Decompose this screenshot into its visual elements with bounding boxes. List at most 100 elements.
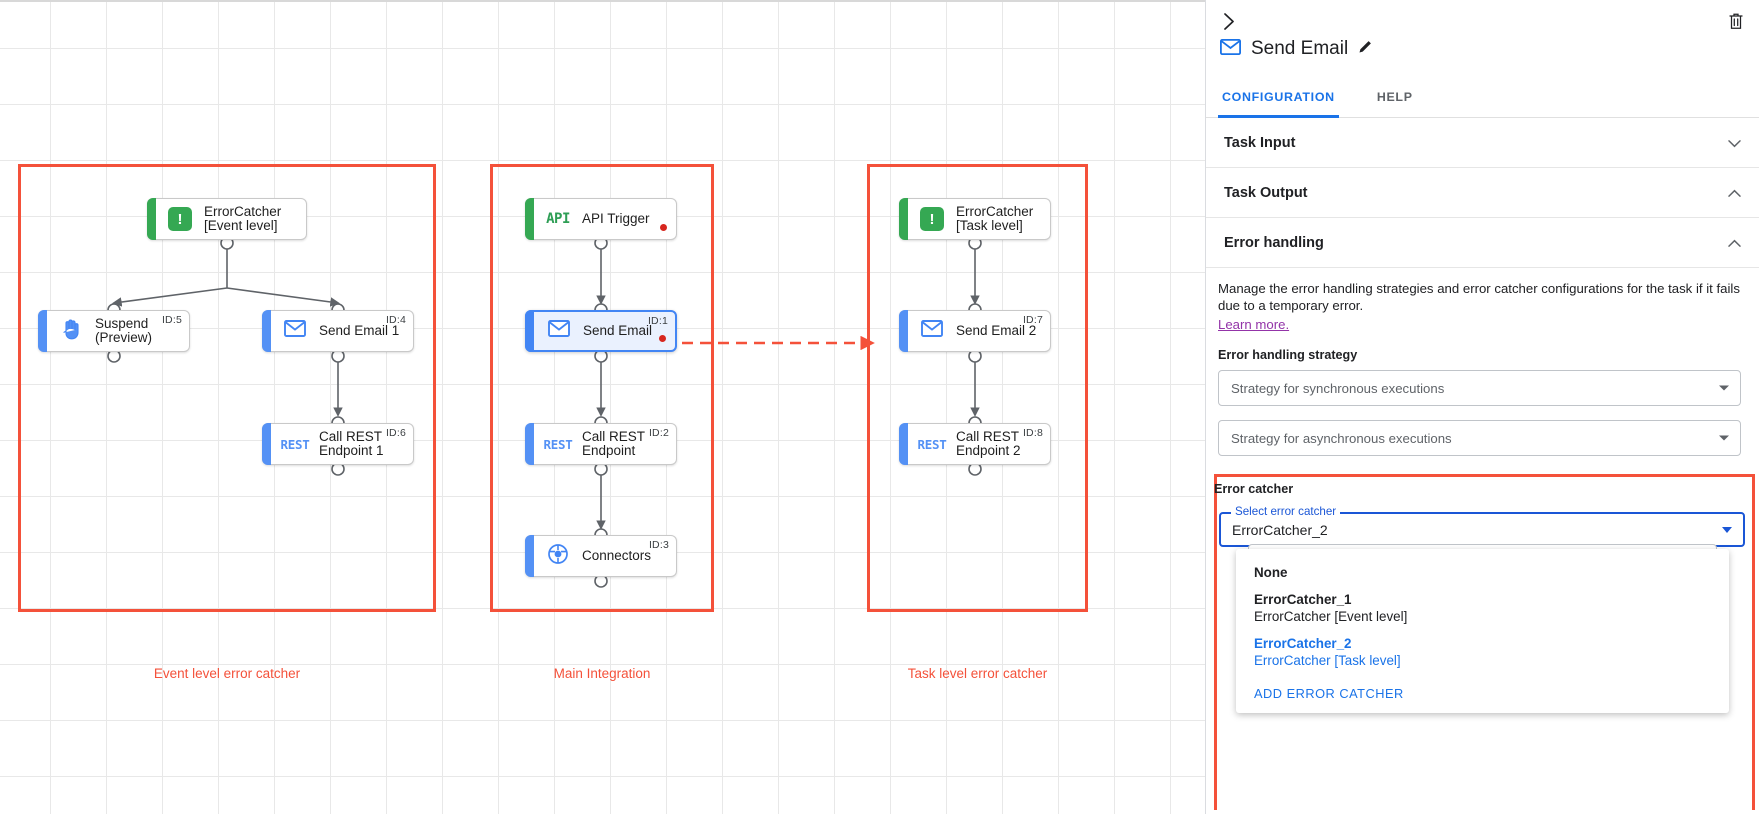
hand-icon: [61, 318, 82, 345]
menu-item-title: None: [1254, 565, 1288, 580]
node-label: Send Email 1: [319, 323, 400, 338]
menu-item-none[interactable]: None: [1236, 559, 1729, 586]
node-label: Call REST Endpoint 1: [319, 429, 384, 458]
node-label: Call REST Endpoint 2: [956, 429, 1021, 458]
chevron-down-icon: [1722, 526, 1732, 533]
group-caption: Event level error catcher: [153, 666, 301, 681]
chevron-up-icon[interactable]: [1728, 235, 1741, 250]
select-error-catcher-value: ErrorCatcher_2: [1232, 521, 1328, 538]
panel-title-row: Send Email: [1219, 38, 1373, 60]
group-box: [490, 164, 714, 612]
learn-more-link[interactable]: Learn more.: [1218, 317, 1290, 332]
email-icon: [1219, 38, 1242, 60]
node-id-badge: ID:7: [1022, 314, 1043, 326]
email-icon: [921, 320, 943, 342]
integration-canvas[interactable]: ! ErrorCatcher [Event level] Suspend (Prev…: [0, 0, 1205, 814]
node-label: API Trigger: [582, 211, 650, 226]
node-suspend-preview[interactable]: Suspend (Preview) ID:5: [38, 310, 190, 352]
sync-strategy-select[interactable]: Strategy for synchronous executions: [1218, 370, 1741, 406]
group-caption: Main Integration: [553, 666, 651, 681]
async-strategy-value: Strategy for asynchronous executions: [1231, 430, 1452, 446]
async-strategy-select[interactable]: Strategy for asynchronous executions: [1218, 420, 1741, 456]
node-accent-bar: [38, 310, 47, 352]
node-id-badge: ID:4: [385, 314, 406, 326]
rest-icon: REST: [280, 436, 310, 452]
node-accent-bar: [525, 535, 534, 577]
api-icon: API: [546, 211, 570, 227]
node-accent-bar: [525, 423, 534, 465]
chevron-down-icon[interactable]: [1728, 135, 1741, 150]
add-error-catcher-button[interactable]: ADD ERROR CATCHER: [1254, 686, 1404, 701]
chevron-down-icon: [1719, 385, 1729, 391]
section-task-output[interactable]: Task Output: [1206, 168, 1759, 218]
node-accent-bar: [262, 310, 271, 352]
error-handling-strategy-label: Error handling strategy: [1218, 348, 1358, 362]
node-label: Send Email 2: [956, 323, 1037, 338]
node-label: ErrorCatcher [Task level]: [956, 204, 1034, 233]
errorcatcher-icon: !: [920, 207, 944, 231]
pencil-icon[interactable]: [1358, 39, 1373, 59]
group-box: [867, 164, 1088, 612]
canvas-top-edge: [0, 0, 1205, 2]
node-accent-bar: [147, 198, 156, 240]
errorcatcher-icon: !: [168, 207, 192, 231]
menu-item-subtitle: ErrorCatcher [Event level]: [1254, 609, 1408, 624]
page-title: Send Email: [1251, 38, 1349, 59]
node-id-badge: ID:5: [161, 314, 182, 326]
chevron-down-icon: [1719, 435, 1729, 441]
section-task-input[interactable]: Task Input: [1206, 118, 1759, 168]
panel-header: Send Email: [1206, 0, 1759, 76]
sync-strategy-value: Strategy for synchronous executions: [1231, 380, 1445, 396]
chevron-right-icon[interactable]: [1216, 8, 1242, 34]
tab-configuration[interactable]: CONFIGURATION: [1218, 84, 1339, 118]
node-label: Connectors: [582, 548, 652, 563]
menu-item-subtitle: ErrorCatcher [Task level]: [1254, 653, 1401, 668]
section-error-handling[interactable]: Error handling: [1206, 218, 1759, 268]
node-accent-bar: [262, 423, 271, 465]
node-errorcatcher-task-level[interactable]: ! ErrorCatcher [Task level]: [899, 198, 1051, 240]
trash-icon[interactable]: [1723, 8, 1749, 34]
select-error-catcher-floating-label: Select error catcher: [1231, 505, 1341, 518]
node-api-trigger[interactable]: API API Trigger: [525, 198, 677, 240]
node-accent-bar: [899, 423, 908, 465]
email-icon: [548, 320, 570, 342]
node-errorcatcher-event-level[interactable]: ! ErrorCatcher [Event level]: [147, 198, 307, 240]
node-accent-bar: [899, 310, 908, 352]
node-accent-bar: [525, 310, 534, 352]
section-label: Task Output: [1224, 184, 1308, 201]
node-label: ErrorCatcher [Event level]: [204, 204, 282, 233]
tab-help[interactable]: HELP: [1376, 90, 1413, 104]
error-catcher-label: Error catcher: [1214, 482, 1294, 496]
node-id-badge: ID:3: [648, 539, 669, 551]
node-id-badge: ID:1: [647, 315, 668, 327]
node-id-badge: ID:2: [648, 427, 669, 439]
rest-icon: REST: [543, 436, 573, 452]
section-label: Error handling: [1224, 234, 1324, 251]
menu-item-title: ErrorCatcher_1: [1254, 592, 1352, 607]
panel-tabs[interactable]: CONFIGURATION HELP: [1206, 84, 1759, 118]
chevron-up-icon[interactable]: [1728, 185, 1741, 200]
node-label: Suspend (Preview): [95, 316, 153, 345]
node-label: Send Email: [583, 323, 653, 338]
panel-bottom-strip: [1206, 810, 1759, 814]
node-error-dot: [659, 335, 666, 342]
group-box: [18, 164, 436, 612]
error-handling-body: Manage the error handling strategies and…: [1206, 268, 1759, 476]
select-error-catcher-input[interactable]: Select error catcher ErrorCatcher_2: [1219, 505, 1745, 547]
node-accent-bar: [899, 198, 908, 240]
node-label: Call REST Endpoint: [582, 429, 646, 458]
error-catcher-highlight-box: [1214, 474, 1755, 814]
connectors-icon: [547, 543, 569, 570]
